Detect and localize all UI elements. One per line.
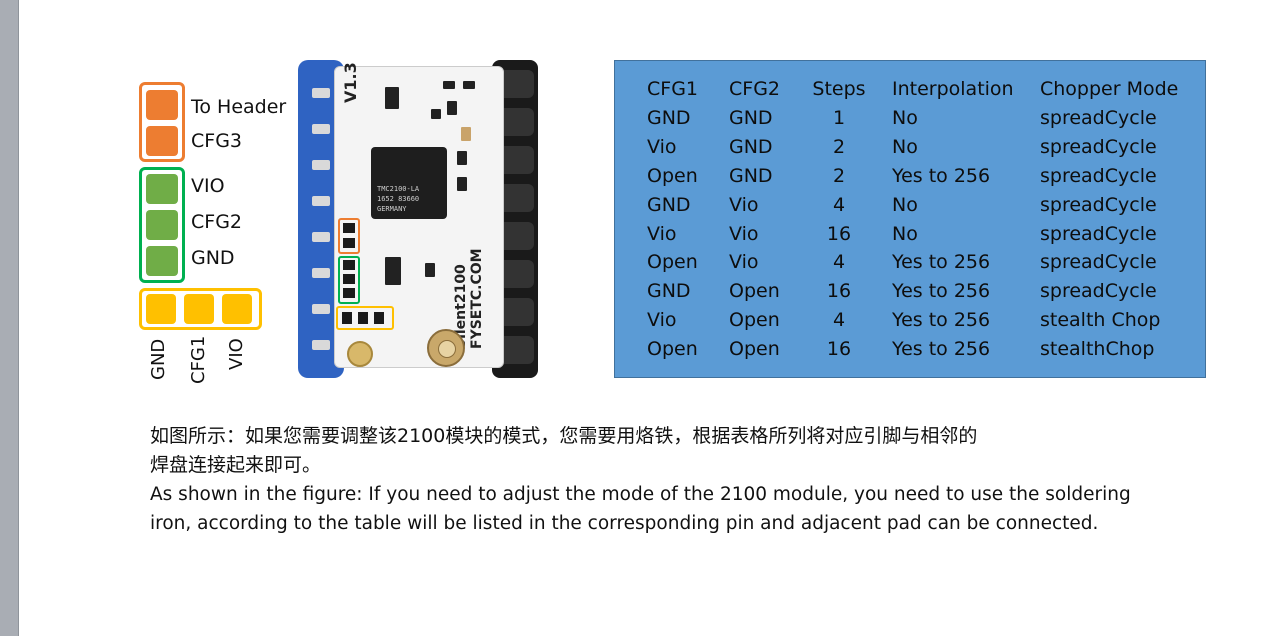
green-legend-frame — [139, 167, 185, 283]
table-header-cell: CFG2 — [729, 78, 781, 100]
table-cell: GND — [647, 280, 691, 303]
table-cell: 2 — [832, 164, 846, 187]
table-cell: Vio — [729, 251, 759, 274]
table-cell: Yes to 256 — [892, 164, 991, 187]
green-pad-cfg2 — [146, 210, 178, 240]
board-silk-brand: FYSETC.COM — [469, 248, 485, 349]
table-cell: No — [892, 222, 918, 245]
window-left-edge — [0, 0, 19, 636]
table-cell: 4 — [832, 309, 846, 332]
table-cell: stealth Chop — [1040, 309, 1161, 332]
table-cell: Open — [729, 338, 780, 361]
description-en-line2: iron, according to the table will be lis… — [150, 513, 1099, 534]
table-cell: spreadCycle — [1040, 280, 1157, 303]
table-cell: Yes to 256 — [892, 280, 991, 303]
table-cell: 4 — [832, 193, 846, 216]
driver-board-image: V1.3 TMC2100-LA 1652 83660 GERMANY Silen… — [298, 60, 538, 378]
table-cell: stealthChop — [1040, 338, 1155, 361]
table-cell: spreadCycle — [1040, 251, 1157, 274]
table-cell: spreadCycle — [1040, 193, 1157, 216]
table-cell: Yes to 256 — [892, 338, 991, 361]
table-cell: No — [892, 135, 918, 158]
table-cell: Open — [729, 309, 780, 332]
table-cell: Open — [647, 338, 698, 361]
legend-label-to-header: To Header — [191, 96, 287, 118]
mounting-hole — [347, 341, 373, 367]
table-cell: No — [892, 106, 918, 129]
table-cell: 2 — [832, 135, 846, 158]
table-cell: Yes to 256 — [892, 309, 991, 332]
legend-label-vio: VIO — [191, 175, 225, 197]
table-cell: spreadCycle — [1040, 164, 1157, 187]
orange-legend-frame — [139, 82, 185, 162]
description-zh-line1: 如图所示：如果您需要调整该2100模块的模式，您需要用烙铁，根据表格所列将对应引… — [150, 425, 978, 447]
green-pad-vio — [146, 174, 178, 204]
table-cell: Open — [647, 251, 698, 274]
table-cell: spreadCycle — [1040, 135, 1157, 158]
legend-label-bottom-cfg1: CFG1 — [188, 335, 209, 384]
table-header-cell: Steps — [812, 78, 866, 100]
table-cell: No — [892, 193, 918, 216]
table-cell: spreadCycle — [1040, 106, 1157, 129]
table-header-cell: CFG1 — [647, 78, 699, 100]
table-cell: 4 — [832, 251, 846, 274]
legend-label-gnd: GND — [191, 247, 235, 269]
yellow-pad-cfg1 — [184, 294, 214, 324]
yellow-pad-vio — [222, 294, 252, 324]
table-cell: GND — [729, 135, 773, 158]
table-cell: 1 — [832, 106, 846, 129]
orange-pad-cfg3 — [146, 126, 178, 156]
legend-label-bottom-gnd: GND — [148, 338, 169, 380]
yellow-jumper-highlight — [336, 306, 394, 330]
table-cell: Yes to 256 — [892, 251, 991, 274]
table-cell: Vio — [729, 193, 759, 216]
table-cell: GND — [647, 193, 691, 216]
green-jumper-highlight — [338, 256, 360, 304]
table-cell: 16 — [826, 222, 852, 245]
table-cell: 16 — [826, 338, 852, 361]
table-cell: Open — [729, 280, 780, 303]
orange-jumper-highlight — [338, 218, 360, 254]
orange-pad-to-header — [146, 90, 178, 120]
table-header-cell: Chopper Mode — [1040, 78, 1179, 100]
tmc2100-chip: TMC2100-LA 1652 83660 GERMANY — [371, 147, 447, 219]
board-version: V1.3 — [341, 62, 360, 103]
legend-label-bottom-vio: VIO — [226, 338, 247, 370]
description-zh-line2: 焊盘连接起来即可。 — [150, 454, 322, 476]
table-cell: spreadCycle — [1040, 222, 1157, 245]
yellow-pad-gnd — [146, 294, 176, 324]
table-cell: GND — [729, 164, 773, 187]
table-cell: Vio — [647, 135, 677, 158]
table-cell: GND — [729, 106, 773, 129]
description-en-line1: As shown in the figure: If you need to a… — [150, 484, 1131, 505]
green-pad-gnd — [146, 246, 178, 276]
table-cell: 16 — [826, 280, 852, 303]
table-cell: Vio — [647, 309, 677, 332]
table-cell: Vio — [729, 222, 759, 245]
table-header-cell: Interpolation — [892, 78, 1014, 100]
yellow-legend-frame — [139, 288, 262, 330]
table-cell: Vio — [647, 222, 677, 245]
table-cell: Open — [647, 164, 698, 187]
table-cell: GND — [647, 106, 691, 129]
potentiometer — [427, 329, 465, 367]
legend-label-cfg2: CFG2 — [191, 211, 243, 233]
legend-label-cfg3: CFG3 — [191, 130, 243, 152]
